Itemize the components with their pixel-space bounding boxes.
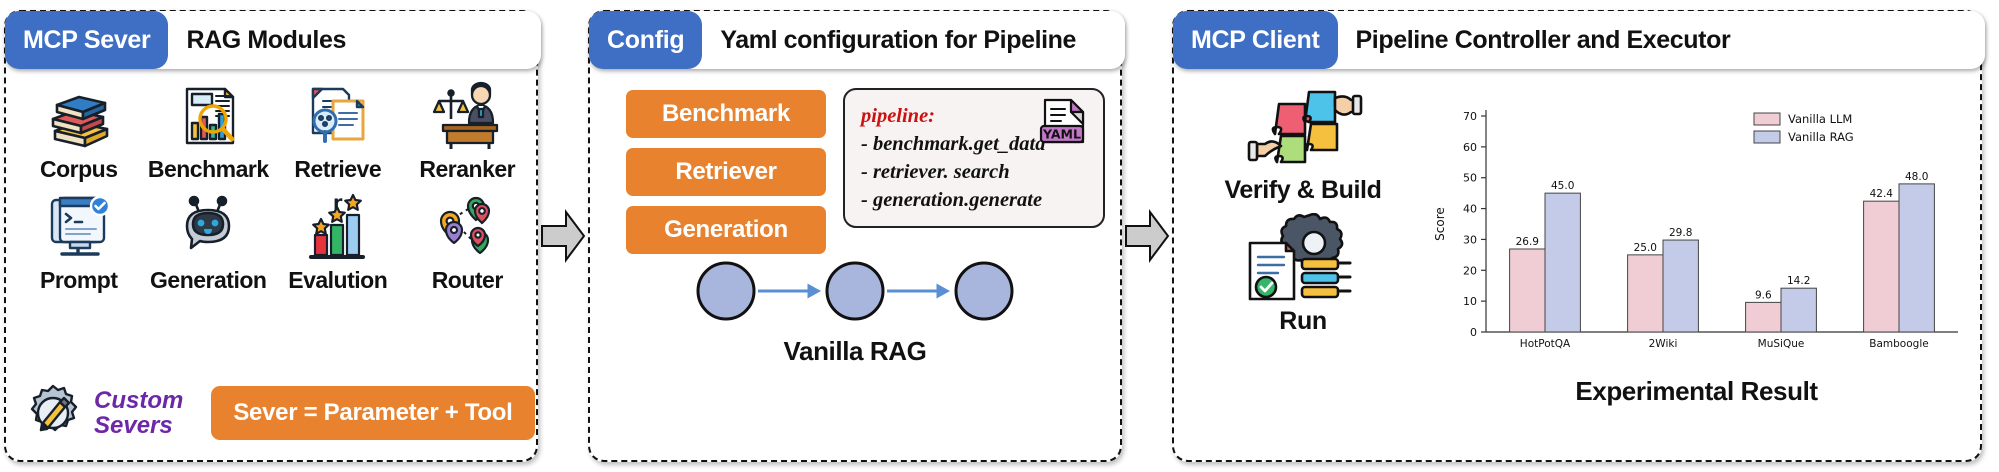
config-stage-retriever[interactable]: Retriever	[626, 148, 826, 196]
module-label: Router	[431, 267, 504, 293]
chart-caption: Experimental Result	[1575, 376, 1818, 406]
svg-text:0: 0	[1470, 326, 1477, 339]
config-stage-benchmark[interactable]: Benchmark	[626, 90, 826, 138]
module-label: Retrieve	[294, 156, 382, 182]
panel-config: Config Yaml configuration for Pipeline B…	[588, 10, 1125, 464]
module-label: Prompt	[40, 267, 118, 293]
svg-text:Bamboogle: Bamboogle	[1869, 338, 1928, 350]
chart-magnifier-icon	[173, 78, 243, 154]
custom-label-line2: Severs	[94, 412, 173, 439]
svg-text:r: r	[333, 192, 343, 214]
robot-chat-icon	[173, 189, 243, 265]
module-label: Corpus	[40, 156, 118, 182]
books-icon	[43, 78, 115, 154]
module-retrieve[interactable]: Retrieve	[273, 78, 403, 183]
svg-text:14.2: 14.2	[1787, 275, 1810, 287]
svg-text:26.9: 26.9	[1516, 236, 1539, 248]
arrow-config-to-client	[1122, 10, 1172, 462]
svg-text:45.0: 45.0	[1551, 180, 1574, 192]
client-step-verify-build[interactable]: Verify & Build	[1188, 82, 1418, 205]
svg-text:30: 30	[1463, 233, 1477, 246]
client-step-run[interactable]: Run	[1188, 213, 1418, 336]
document-gear-icon	[1240, 213, 1366, 309]
config-stage-list: Benchmark Retriever Generation	[626, 90, 826, 254]
yaml-line-2: - retriever. search	[861, 161, 1010, 184]
svg-text:MuSiQue: MuSiQue	[1758, 338, 1805, 350]
map-pins-icon	[432, 189, 502, 265]
vanilla-rag-label: Vanilla RAG	[783, 336, 927, 366]
svg-text:48.0: 48.0	[1905, 171, 1928, 183]
config-stage-generation[interactable]: Generation	[626, 206, 826, 254]
module-label: Reranker	[419, 156, 516, 182]
svg-text:70: 70	[1463, 110, 1477, 123]
yaml-file-icon: YAML	[1037, 98, 1089, 152]
svg-text:40: 40	[1463, 203, 1477, 216]
module-benchmark[interactable]: Benchmark	[144, 78, 274, 183]
svg-text:Score: Score	[1433, 207, 1447, 241]
svg-text:2Wiki: 2Wiki	[1649, 338, 1678, 350]
yaml-head-line: pipeline:	[861, 105, 936, 127]
panel-3-title: Pipeline Controller and Executor	[1355, 25, 1731, 54]
panel-1-tag: MCP Sever	[5, 11, 169, 69]
gear-pencil-icon	[22, 382, 84, 444]
client-step-label: Verify & Build	[1224, 176, 1382, 204]
panel-mcp-client: MCP Client Pipeline Controller and Execu…	[1172, 10, 1985, 464]
panel-3-header: MCP Client Pipeline Controller and Execu…	[1173, 11, 1985, 69]
module-label: Generation	[150, 267, 267, 293]
sever-formula-pill[interactable]: Sever = Parameter + Tool	[211, 386, 535, 440]
terminal-monitor-icon	[44, 189, 114, 265]
star-bars-icon: r	[303, 189, 373, 265]
module-generation[interactable]: Generation	[144, 189, 274, 294]
module-label: Evalution	[288, 267, 388, 293]
judge-icon	[431, 78, 503, 154]
svg-text:YAML: YAML	[1042, 127, 1081, 142]
module-label: Benchmark	[147, 156, 269, 182]
custom-label-line1: Custom	[94, 386, 184, 414]
custom-severs-label: Custom Severs	[94, 386, 184, 439]
panel-2-tag: Config	[589, 11, 703, 69]
yaml-line-3: - generation.generate	[861, 189, 1043, 212]
module-reranker[interactable]: Reranker	[403, 78, 533, 183]
svg-text:50: 50	[1463, 172, 1477, 185]
module-router[interactable]: Router	[403, 189, 533, 294]
svg-text:10: 10	[1463, 295, 1477, 308]
yaml-line-1: - benchmark.get_data	[861, 133, 1046, 156]
panel-1-title: RAG Modules	[186, 25, 346, 54]
svg-text:Vanilla LLM: Vanilla LLM	[1788, 112, 1852, 126]
svg-text:60: 60	[1463, 141, 1477, 154]
client-body: Verify & Build	[1174, 76, 1980, 464]
arrow-sever-to-config	[538, 10, 588, 462]
svg-text:25.0: 25.0	[1634, 242, 1657, 254]
yaml-code-box: pipeline: - benchmark.get_data - retriev…	[843, 88, 1105, 228]
vanilla-rag-flow	[590, 256, 1120, 326]
panel-1-header: MCP Sever RAG Modules	[5, 11, 541, 69]
module-evalution[interactable]: r Evalution	[273, 189, 403, 294]
puzzle-hands-icon	[1243, 82, 1363, 178]
document-search-icon	[303, 78, 373, 154]
panel-2-title: Yaml configuration for Pipeline	[720, 25, 1077, 54]
config-body: Benchmark Retriever Generation pipeline:…	[590, 80, 1120, 464]
custom-severs-row: Custom Severs Sever = Parameter + Tool	[22, 382, 535, 444]
svg-text:42.4: 42.4	[1870, 188, 1894, 200]
svg-text:Vanilla RAG: Vanilla RAG	[1788, 130, 1854, 144]
panel-3-tag: MCP Client	[1173, 11, 1338, 69]
panel-2-header: Config Yaml configuration for Pipeline	[589, 11, 1125, 69]
panel-mcp-sever: MCP Sever RAG Modules	[4, 10, 541, 462]
svg-text:HotPotQA: HotPotQA	[1520, 338, 1571, 350]
svg-text:20: 20	[1463, 264, 1477, 277]
rag-modules-grid: Corpus	[14, 78, 532, 294]
module-corpus[interactable]: Corpus	[14, 78, 144, 183]
svg-text:29.8: 29.8	[1669, 227, 1692, 239]
module-prompt[interactable]: Prompt	[14, 189, 144, 294]
client-steps: Verify & Build	[1188, 82, 1418, 336]
client-step-label: Run	[1279, 307, 1327, 335]
svg-text:9.6: 9.6	[1755, 289, 1772, 301]
